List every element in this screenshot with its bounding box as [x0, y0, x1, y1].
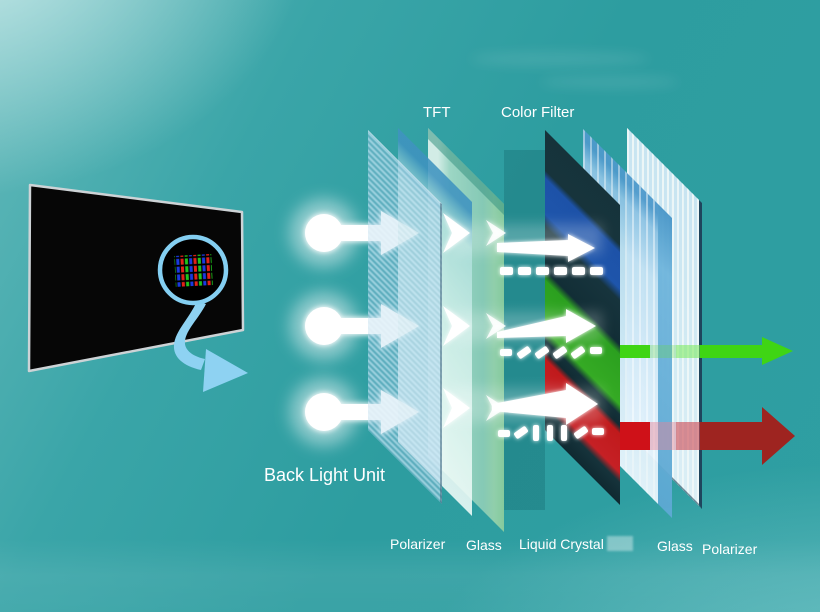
liquid-crystal-gap-shade: [504, 150, 545, 510]
green-beam-through-polarizer: [676, 345, 701, 358]
light-streak: [470, 52, 650, 66]
label-color-filter: Color Filter: [501, 104, 575, 121]
magnifier-zoom-arrow: [173, 301, 206, 370]
pixel-magnifier-circle: [157, 234, 229, 306]
label-highlight-artifact: [607, 536, 633, 551]
glass-rear-edge: [658, 204, 672, 518]
red-beam-through-polarizer: [676, 422, 701, 450]
green-beam-bright-segment: [620, 345, 650, 358]
green-beam-shaft: [700, 345, 763, 358]
label-polarizer-front: Polarizer: [390, 536, 446, 552]
red-beam-through-glass: [650, 422, 676, 450]
label-polarizer-rear: Polarizer: [702, 541, 758, 557]
green-beam-arrowhead: [762, 337, 793, 365]
light-streak: [540, 76, 680, 88]
label-glass-front: Glass: [466, 537, 502, 553]
rgb-subpixel-grid: [174, 254, 213, 287]
label-tft: TFT: [423, 104, 451, 121]
label-glass-rear: Glass: [657, 538, 693, 554]
label-liquid-crystal: Liquid Crystal: [519, 536, 604, 552]
red-beam-shaft: [700, 422, 763, 450]
red-beam-bright-segment: [620, 422, 650, 450]
magnifier-zoom-arrowhead: [203, 349, 248, 392]
green-beam-through-glass: [650, 345, 676, 358]
red-beam-arrowhead: [762, 407, 795, 465]
tv-screen: [27, 183, 245, 373]
label-back-light-unit: Back Light Unit: [264, 465, 386, 485]
